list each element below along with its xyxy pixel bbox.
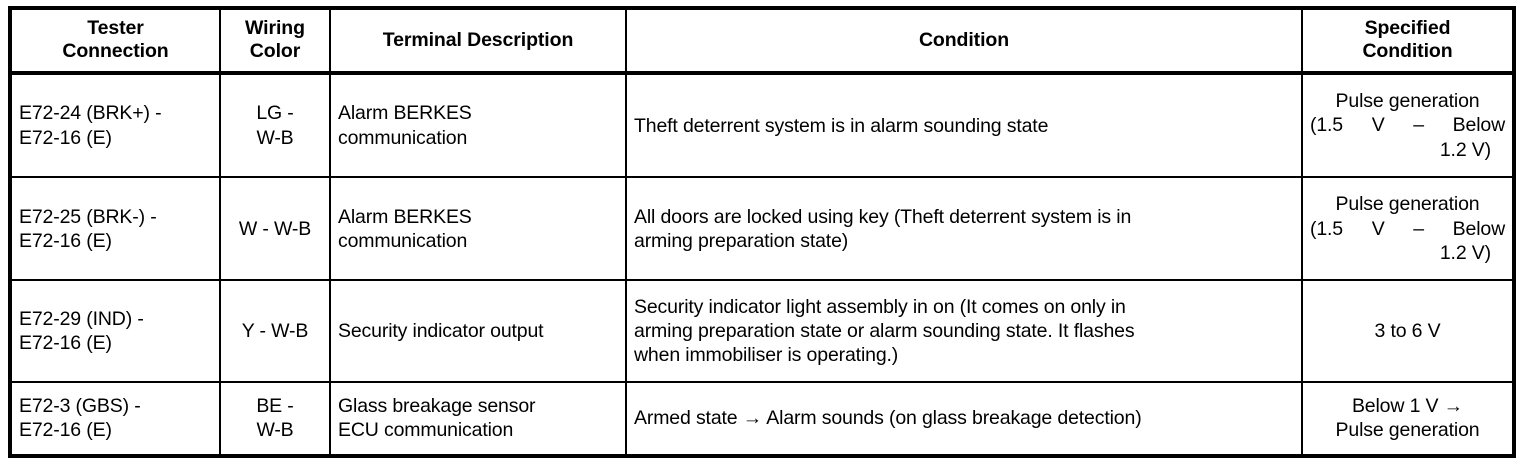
table-body: E72-24 (BRK+) - E72-16 (E) LG - W-B Alar… — [10, 73, 1514, 456]
spec-line-2: Pulse generation — [1335, 419, 1480, 442]
table-header: Tester Connection Wiring Color Terminal … — [10, 8, 1514, 75]
cell-condition: Armed state → Alarm sounds (on glass bre… — [626, 381, 1303, 456]
wiring-line-1: W - W-B — [238, 217, 312, 240]
condition-line-2: arming preparation state or alarm soundi… — [634, 320, 1135, 343]
tester-line-1: E72-3 (GBS) - — [19, 395, 141, 418]
header-line-1: Specified — [1364, 17, 1451, 39]
cell-terminal-description: Glass breakage sensor ECU communication — [330, 381, 627, 456]
table-row: E72-25 (BRK-) - E72-16 (E) W - W-B Alarm… — [10, 177, 1514, 282]
cell-specified-condition: Below 1 V → Pulse generation — [1302, 382, 1514, 456]
terminal-inspection-table: Tester Connection Wiring Color Terminal … — [8, 6, 1516, 458]
cell-tester-connection: E72-24 (BRK+) - E72-16 (E) — [10, 73, 221, 179]
terminal-line-1: Glass breakage sensor — [338, 395, 536, 418]
cell-specified-condition: Pulse generation (1.5 V – Below 1.2 V) — [1302, 73, 1514, 179]
condition-line-1: Security indicator light assembly in on … — [634, 295, 1126, 318]
header-line-1: Wiring — [245, 17, 305, 39]
header-line-2: Condition — [1362, 40, 1453, 62]
cell-condition: All doors are locked using key (Theft de… — [626, 177, 1303, 282]
column-header-condition: Condition — [626, 8, 1303, 75]
spec-line-1: 3 to 6 V — [1374, 320, 1441, 343]
header-line-2: Connection — [62, 40, 169, 62]
condition-line-2: arming preparation state) — [634, 229, 849, 252]
wiring-line-1: LG - — [256, 102, 294, 125]
header-line-2: Color — [249, 40, 301, 62]
wiring-line-1: BE - — [256, 395, 294, 418]
column-header-tester-connection: Tester Connection — [10, 8, 221, 75]
wiring-line-2: W-B — [256, 126, 294, 149]
tester-line-2: E72-16 (E) — [19, 419, 112, 442]
cell-terminal-description: Alarm BERKES communication — [330, 177, 627, 282]
condition-line-1: Armed state → Alarm sounds (on glass bre… — [634, 407, 1142, 430]
cell-tester-connection: E72-29 (IND) - E72-16 (E) — [10, 280, 221, 383]
cell-condition: Security indicator light assembly in on … — [626, 280, 1303, 383]
cell-wiring-color: BE - W-B — [220, 381, 331, 456]
terminal-line-1: Alarm BERKES — [338, 102, 472, 125]
cell-specified-condition: 3 to 6 V — [1302, 280, 1514, 383]
condition-line-3: when immobiliser is operating.) — [634, 344, 899, 367]
spec-line-2: (1.5 V – Below — [1310, 217, 1505, 240]
cell-wiring-color: LG - W-B — [220, 73, 331, 179]
tester-line-2: E72-16 (E) — [19, 126, 112, 149]
spec-line-1: Below 1 V → — [1351, 394, 1464, 417]
cell-specified-condition: Pulse generation (1.5 V – Below 1.2 V) — [1302, 177, 1514, 282]
tester-line-2: E72-16 (E) — [19, 332, 112, 355]
spec-line-3: 1.2 V) — [1439, 242, 1491, 265]
spec-line-1: Pulse generation — [1335, 89, 1480, 112]
spec-line-2: (1.5 V – Below — [1310, 114, 1505, 137]
cell-wiring-color: W - W-B — [220, 177, 331, 282]
cell-condition: Theft deterrent system is in alarm sound… — [626, 73, 1303, 179]
wiring-line-1: Y - W-B — [241, 320, 309, 343]
cell-wiring-color: Y - W-B — [220, 280, 331, 383]
column-header-wiring-color: Wiring Color — [220, 8, 331, 75]
cell-tester-connection: E72-3 (GBS) - E72-16 (E) — [10, 381, 221, 456]
terminal-line-2: ECU communication — [338, 419, 514, 442]
terminal-line-2: communication — [338, 229, 468, 252]
wiring-line-2: W-B — [256, 419, 294, 442]
cell-terminal-description: Security indicator output — [330, 280, 627, 383]
tester-line-1: E72-29 (IND) - — [19, 307, 144, 330]
tester-line-2: E72-16 (E) — [19, 229, 112, 252]
table-row: E72-3 (GBS) - E72-16 (E) BE - W-B Glass … — [10, 381, 1514, 456]
header-row: Tester Connection Wiring Color Terminal … — [10, 8, 1514, 75]
header-line-1: Tester — [87, 17, 144, 39]
column-header-terminal-description: Terminal Description — [330, 8, 627, 75]
terminal-line-2: communication — [338, 126, 468, 149]
cell-terminal-description: Alarm BERKES communication — [330, 73, 627, 179]
header-line-1: Condition — [918, 28, 1010, 51]
condition-line-1: All doors are locked using key (Theft de… — [634, 205, 1132, 228]
header-line-1: Terminal Description — [382, 28, 574, 51]
table-row: E72-29 (IND) - E72-16 (E) Y - W-B Securi… — [10, 280, 1514, 383]
cell-tester-connection: E72-25 (BRK-) - E72-16 (E) — [10, 177, 221, 282]
condition-line-1: Theft deterrent system is in alarm sound… — [634, 114, 1049, 137]
tester-line-1: E72-24 (BRK+) - — [19, 102, 162, 125]
spec-line-3: 1.2 V) — [1439, 138, 1491, 161]
tester-line-1: E72-25 (BRK-) - — [19, 205, 157, 228]
spec-line-1: Pulse generation — [1335, 192, 1480, 215]
column-header-specified-condition: Specified Condition — [1302, 8, 1514, 75]
terminal-line-1: Alarm BERKES — [338, 205, 472, 228]
table-row: E72-24 (BRK+) - E72-16 (E) LG - W-B Alar… — [10, 73, 1514, 179]
terminal-line-1: Security indicator output — [338, 320, 544, 343]
